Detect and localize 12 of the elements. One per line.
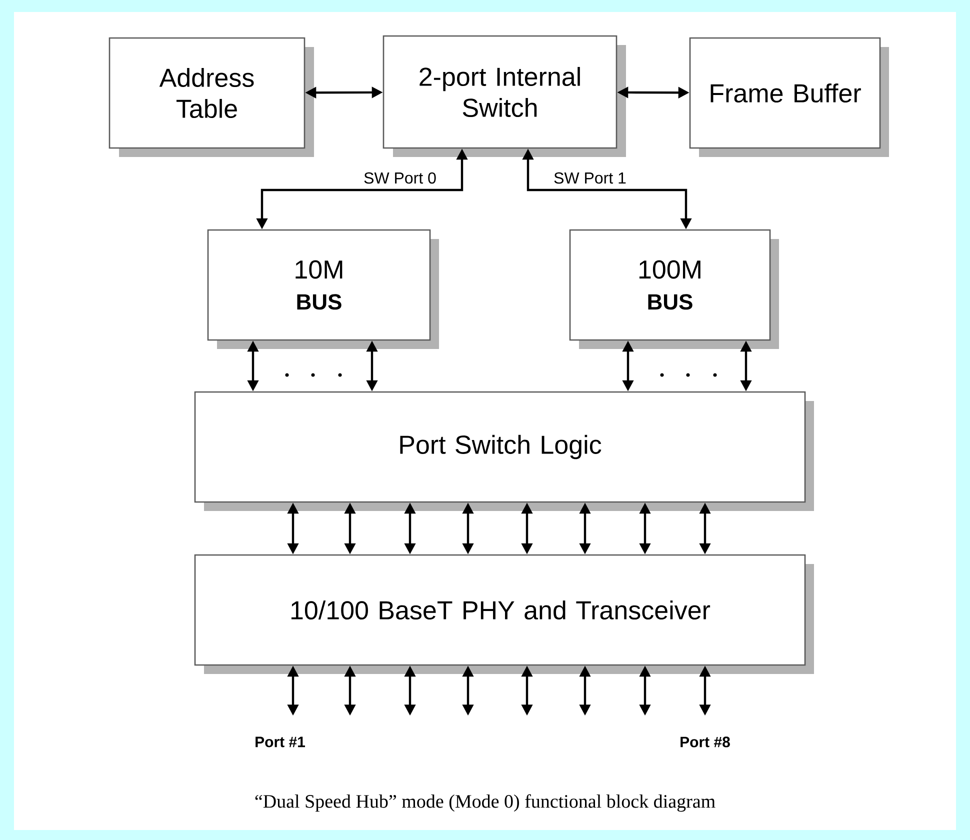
port-label: Port #1 [256,736,305,748]
caption: “Dual Speed Hub” mode (Mode 0) functional block diagram [255,794,716,812]
edge-label: SW Port 1 [552,171,628,185]
block-box: 10M BUS [207,229,439,349]
block-box: 2-port Internal Switch [382,35,626,157]
block-box: Frame Buffer [689,37,889,157]
block-box: Port Switch Logic [194,391,814,511]
block-box: 100M BUS [569,229,779,349]
edge-label: SW Port 0 [362,171,438,185]
port-label: Port #8 [680,736,730,748]
block-box: Address Table [108,37,314,157]
block-box: 10/100 BaseT PHY and Transceiver [194,554,814,674]
